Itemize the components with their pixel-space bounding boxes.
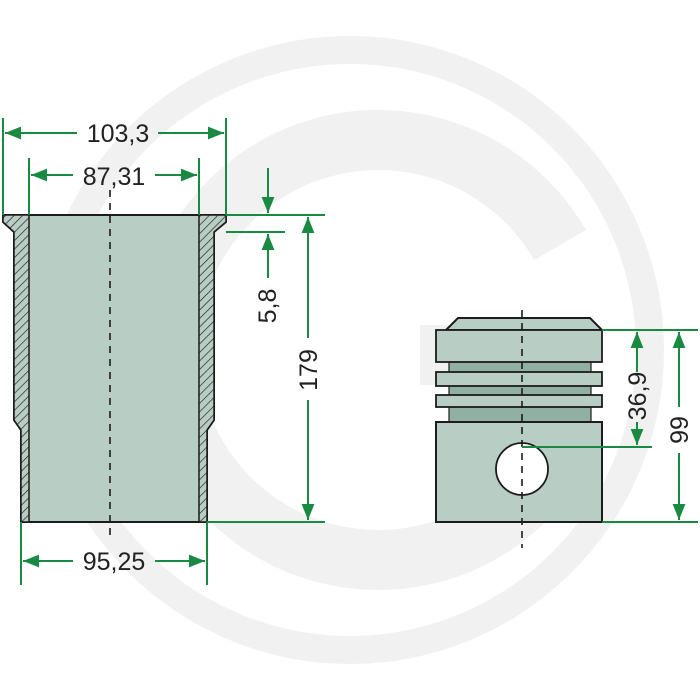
liner-body — [2, 214, 227, 523]
dim-bore-label: 87,31 — [83, 163, 146, 191]
dim-collar-height-label: 5,8 — [254, 289, 282, 324]
liner-left-wall-section — [2, 214, 30, 523]
piston-ring-top — [435, 329, 603, 363]
dim-95-25: 95,25 — [20, 522, 208, 585]
dim-99: 99 — [602, 332, 698, 523]
dim-piston-height-label: 99 — [666, 416, 694, 444]
dim-179: 179 — [207, 217, 325, 523]
dim-5-8: 5,8 — [226, 168, 325, 323]
piston-ring-3 — [435, 394, 603, 408]
dim-bottom-outer-label: 95,25 — [83, 548, 146, 576]
dim-87-31: 87,31 — [28, 158, 200, 215]
dim-36-9: 36,9 — [522, 329, 698, 448]
dim-top-outer-label: 103,3 — [87, 120, 150, 148]
cylinder-liner — [2, 190, 227, 540]
dim-pin-height-label: 36,9 — [624, 372, 652, 421]
piston-ring-2 — [435, 371, 603, 387]
piston-crown — [443, 317, 605, 331]
piston — [435, 310, 605, 548]
dim-103-3: 103,3 — [2, 118, 227, 215]
dim-total-height-label: 179 — [295, 349, 323, 391]
liner-right-wall-section — [198, 214, 227, 523]
